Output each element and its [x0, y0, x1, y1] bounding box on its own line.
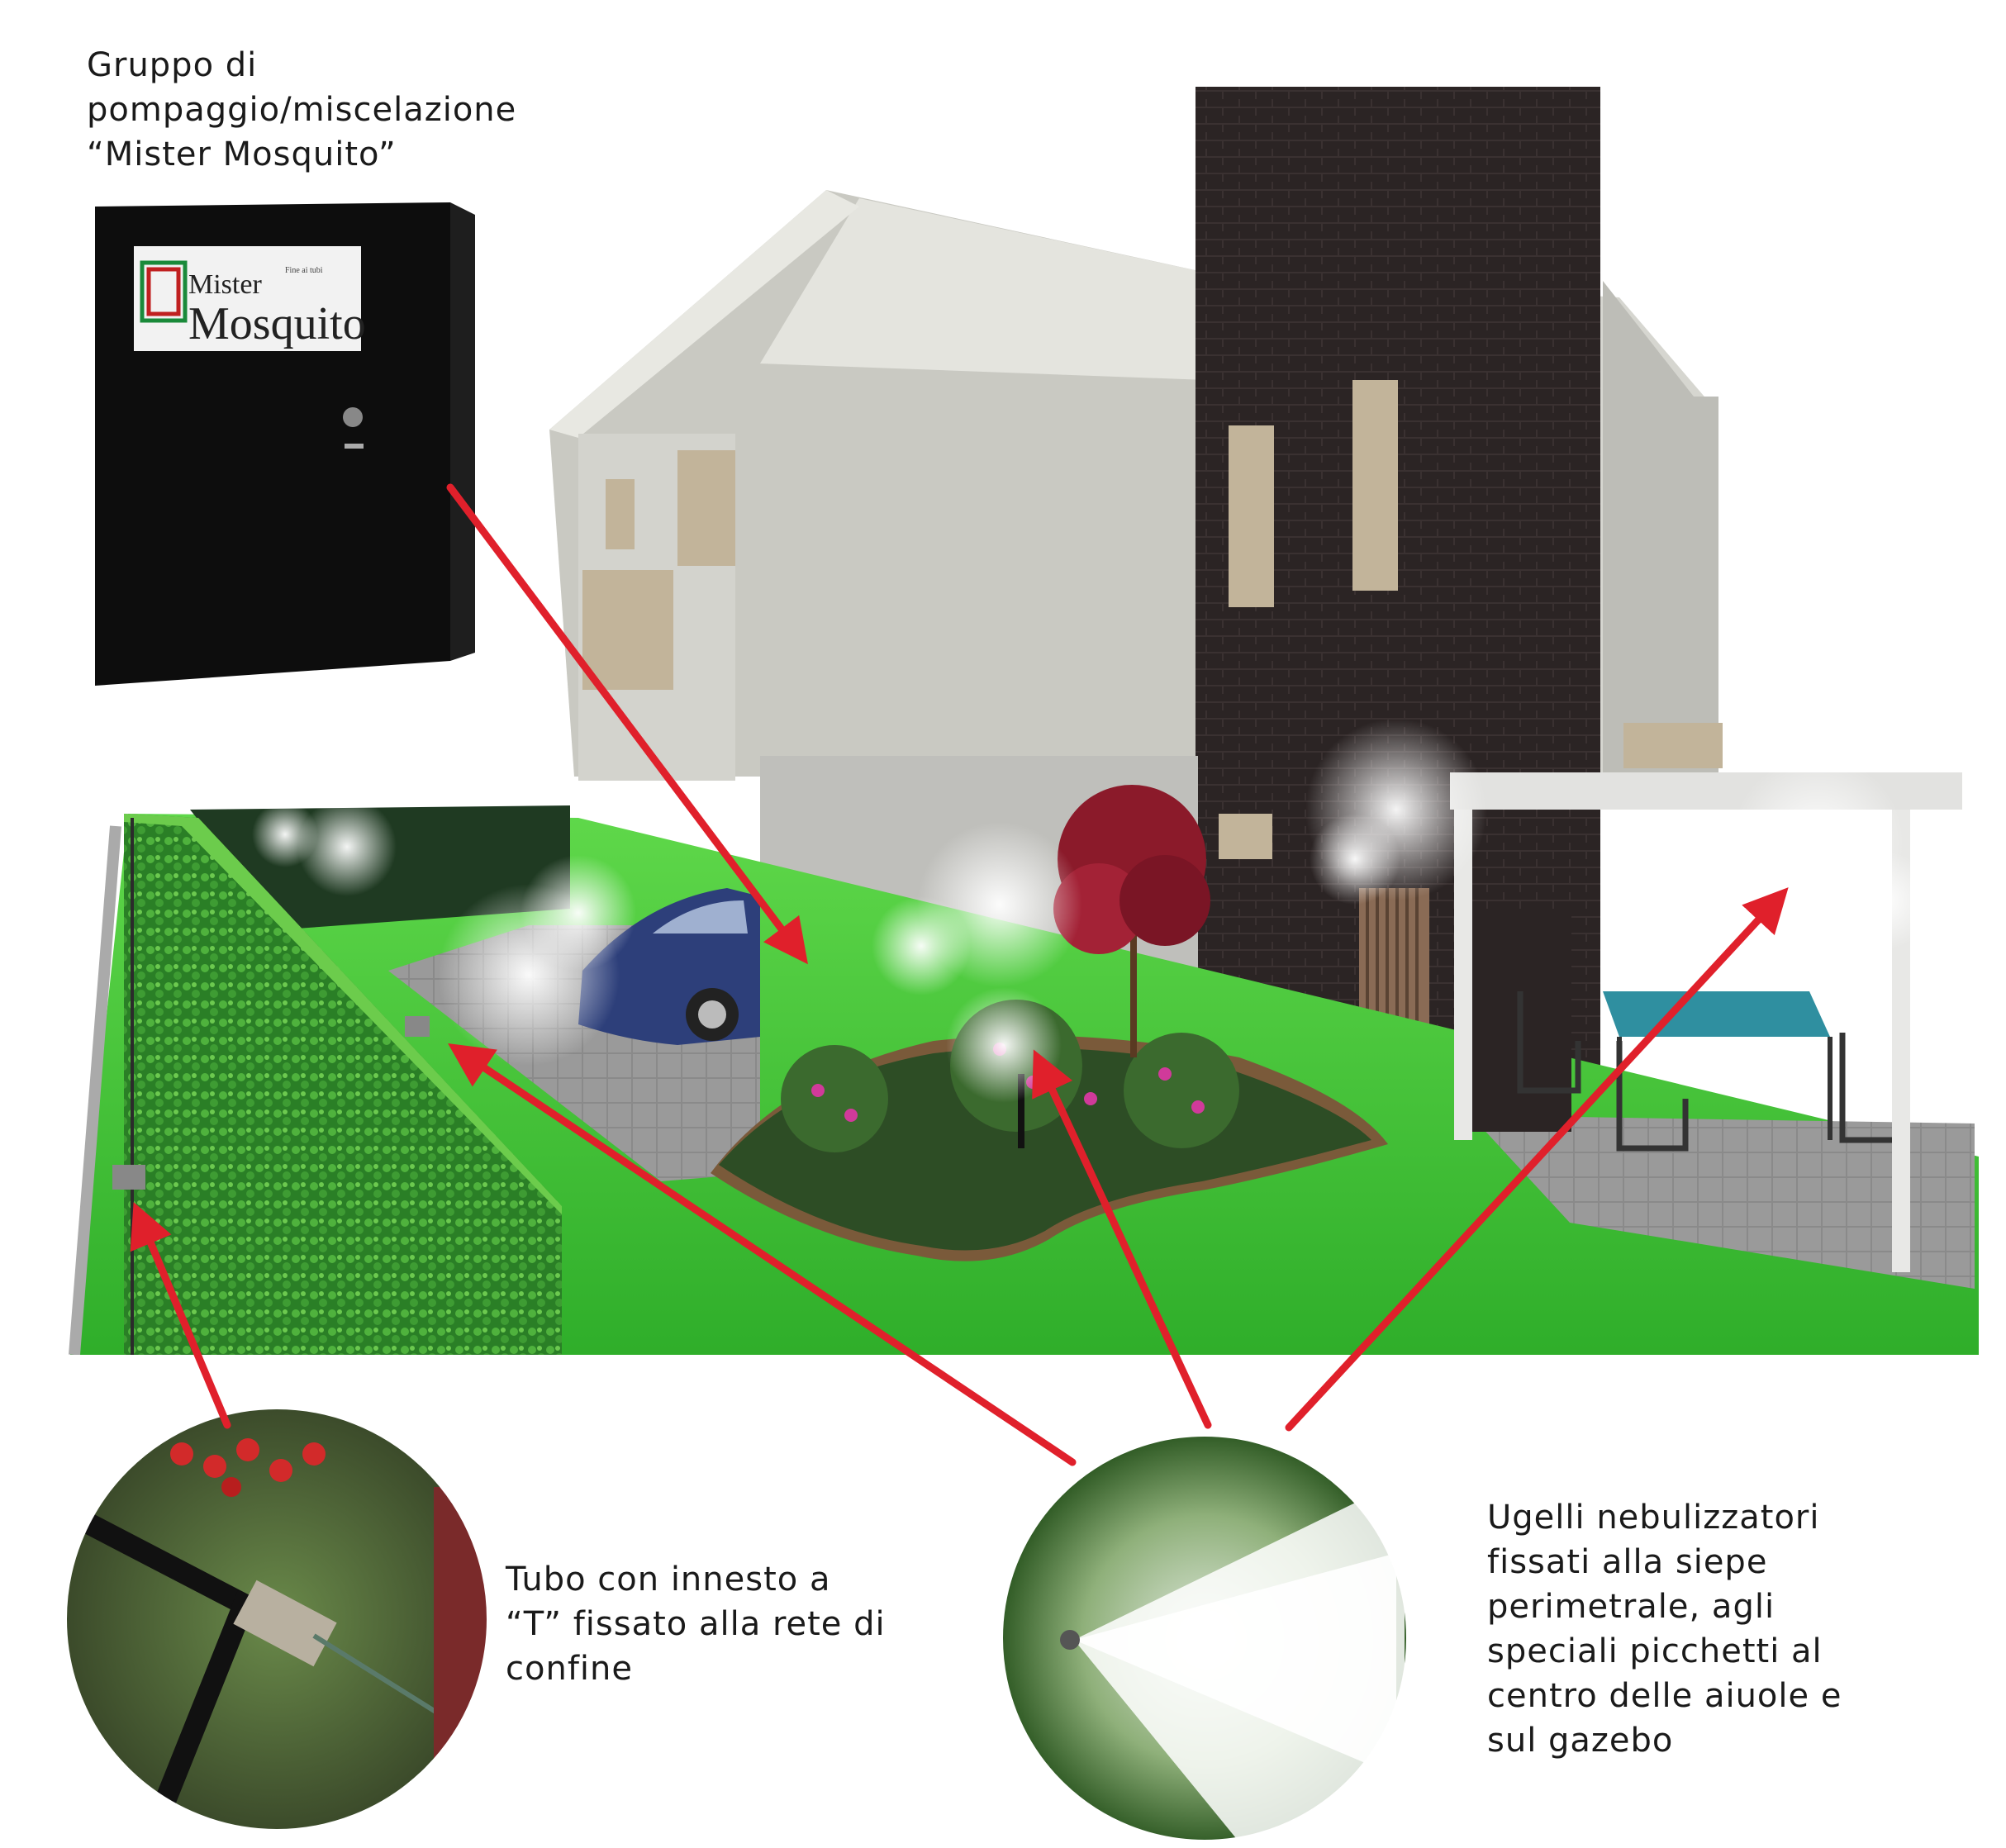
arrow-to-hedge-nozzle — [448, 1043, 1077, 1466]
car — [578, 888, 760, 1045]
pump-box: Mister Mosquito Fine ai tubi — [95, 202, 475, 686]
arrow-to-pump-box — [446, 483, 808, 965]
arrow-to-t-connector — [130, 1202, 231, 1429]
photo-misting-nozzle — [1002, 1436, 1407, 1841]
hedge-nozzle — [405, 1016, 430, 1037]
logo-line1: Mister — [188, 269, 262, 300]
patio-chairs — [1517, 991, 1892, 1152]
arrow-to-bed-nozzle — [1032, 1049, 1212, 1429]
red-tree — [1053, 785, 1210, 1057]
window — [677, 450, 735, 566]
window — [1229, 425, 1274, 607]
boundary-fence — [69, 818, 430, 1356]
window — [606, 479, 635, 549]
window — [1352, 380, 1398, 591]
brand-logo: Mister Mosquito Fine ai tubi — [134, 246, 366, 351]
pump-box-caption: Gruppo di pompaggio/miscelazione “Mister… — [87, 46, 517, 173]
tube-caption: Tubo con innesto a “T” fissato alla rete… — [506, 1561, 886, 1688]
perimeter-hedge — [124, 814, 562, 1355]
door-lock — [343, 407, 363, 427]
t-connector — [112, 1165, 145, 1190]
logo-line2: Mosquito — [188, 298, 366, 349]
nozzle-stake — [1018, 1074, 1024, 1148]
flower-bed — [711, 785, 1388, 1261]
nozzles-caption: Ugelli nebulizzatori fissati alla siepe … — [1487, 1499, 1842, 1760]
mist-clouds — [252, 719, 1933, 1103]
window — [582, 570, 673, 690]
logo-tagline: Fine ai tubi — [285, 266, 323, 275]
callout-arrows — [130, 483, 1789, 1466]
arrow-to-gazebo-nozzle — [1285, 887, 1789, 1432]
